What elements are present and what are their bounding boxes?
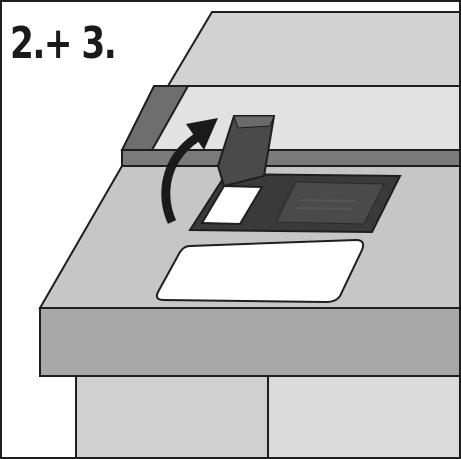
curved-arrow-head — [186, 118, 218, 150]
release-card — [155, 238, 365, 304]
label-sheet-print-line — [299, 199, 357, 202]
lifted-flap-edge — [233, 115, 275, 129]
counter-back-block — [120, 85, 190, 151]
label-sheet-print-line — [295, 207, 353, 210]
label-window — [200, 184, 264, 226]
back-wall-upper — [166, 11, 461, 87]
label-sheet-print-area — [275, 181, 385, 225]
countertop-front-edge — [39, 307, 461, 377]
cabinet-right-door — [267, 375, 461, 459]
cabinet-left-door — [75, 375, 269, 459]
curved-arrow-up-icon — [161, 134, 199, 224]
step-label: 2.+ 3. — [10, 18, 117, 69]
